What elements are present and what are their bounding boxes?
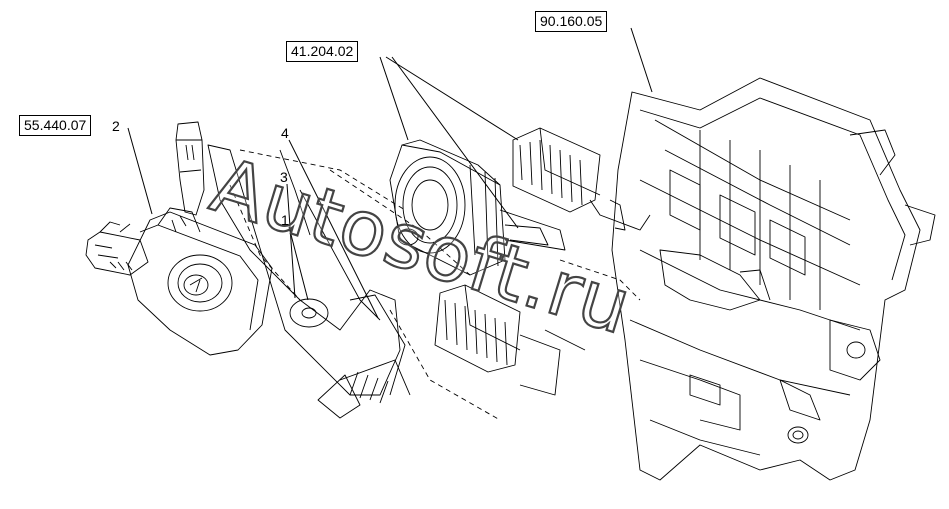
leader-lines (127, 27, 653, 319)
leader-item-3 (286, 183, 296, 299)
item-number-3: 3 (280, 169, 288, 185)
callout-41-204-02: 41.204.02 (286, 41, 359, 62)
callout-90-160-05: 90.160.05 (535, 11, 608, 32)
combination-switch (85, 121, 273, 356)
leader-41-204-02-a (379, 56, 409, 141)
leader-41-204-02-c (391, 56, 519, 229)
air-duct (389, 139, 566, 276)
leader-item-1 (288, 226, 309, 301)
leader-item-2 (127, 127, 153, 215)
leader-90-160-05 (630, 27, 653, 93)
leader-item-4 (288, 139, 379, 319)
column-shroud (207, 144, 411, 419)
item-number-4: 4 (281, 125, 289, 141)
vent-grille-lower (434, 284, 586, 396)
frame-assembly (609, 77, 936, 481)
leader-41-204-02-b (385, 56, 519, 141)
callout-55-440-07: 55.440.07 (19, 115, 92, 136)
item-number-2: 2 (112, 118, 120, 134)
washer (289, 298, 329, 328)
item-number-1: 1 (281, 212, 289, 228)
reference-lines (229, 149, 641, 421)
vent-grille-upper (512, 127, 651, 231)
